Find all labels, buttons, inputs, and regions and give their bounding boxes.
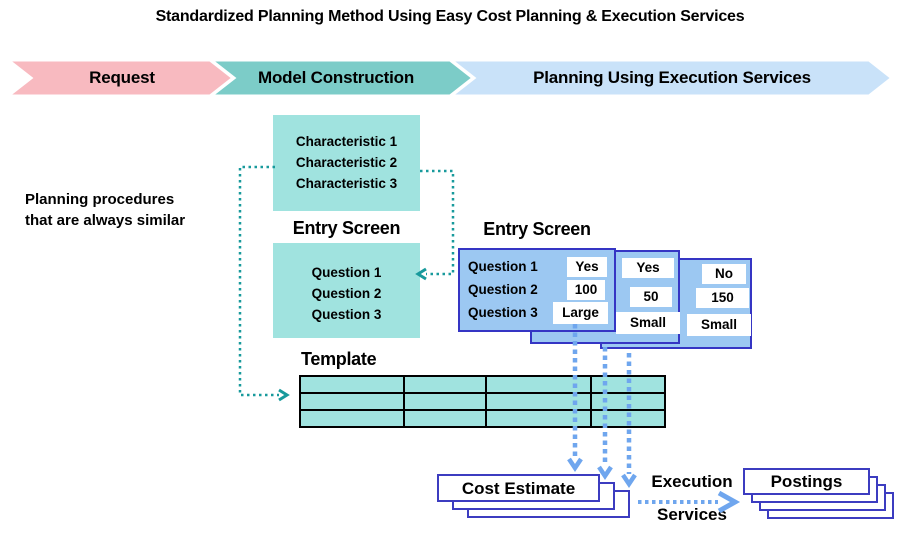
template-cell [405,377,485,392]
characteristic-item: Characteristic 3 [295,176,398,191]
answer-field: No [702,264,746,284]
characteristic-item: Characteristic 2 [295,155,398,170]
dotted-connector-characteristics-to-questions [420,169,455,276]
planning-note: Planning procedures that are always simi… [25,189,185,231]
answer-field: Yes [567,257,607,277]
question-item: Question 3 [311,307,382,322]
template-cell [487,377,590,392]
question-item: Question 2 [311,286,382,301]
answer-field: 150 [696,288,749,308]
planning-note-line2: that are always similar [25,212,186,229]
answer-field: Yes [622,258,674,278]
questions-box: Question 1 Question 2 Question 3 [273,243,420,338]
execution-services-line1: Execution [651,472,733,491]
execution-services-line2: Services [657,505,727,524]
stage-label-planning: Planning Using Execution Services [533,68,811,87]
question-label: Question 3 [468,305,538,320]
template-cell [301,411,403,426]
template-table [299,375,666,428]
question-item: Question 1 [311,265,382,280]
entry-screen-right-heading: Entry Screen [483,219,591,239]
template-cell [301,377,403,392]
arrowhead-down-icon [621,473,637,489]
arrowhead-down-icon [567,457,583,473]
entry-screen-left-heading: Entry Screen [292,218,401,238]
planning-note-line1: Planning procedures [25,191,175,208]
template-cell [405,394,485,409]
arrowhead-down-icon [597,465,613,481]
diagram-title: Standardized Planning Method Using Easy … [155,8,745,25]
question-label: Question 2 [468,282,538,297]
entry-screen-card-front: Question 1 Question 2 Question 3 Yes 100… [458,248,616,332]
template-cell [487,411,590,426]
stage-label-model-construction: Model Construction [258,68,414,87]
template-cell [487,394,590,409]
template-cell [592,411,664,426]
answer-field: Small [687,314,751,336]
answer-field: Small [616,312,680,334]
characteristics-box: Characteristic 1 Characteristic 2 Charac… [273,115,420,211]
answer-field: 100 [567,280,605,300]
postings-card-front: Postings [743,468,870,495]
stage-label-request: Request [89,68,155,87]
answer-field: 50 [630,287,672,307]
template-cell [405,411,485,426]
characteristic-item: Characteristic 1 [295,134,398,149]
template-cell [592,394,664,409]
template-cell [592,377,664,392]
answer-field: Large [553,302,608,324]
cost-estimate-card-front: Cost Estimate [437,474,600,502]
arrowhead-right-icon [278,388,290,402]
question-label: Question 1 [468,259,538,274]
template-heading: Template [301,349,377,369]
template-cell [301,394,403,409]
